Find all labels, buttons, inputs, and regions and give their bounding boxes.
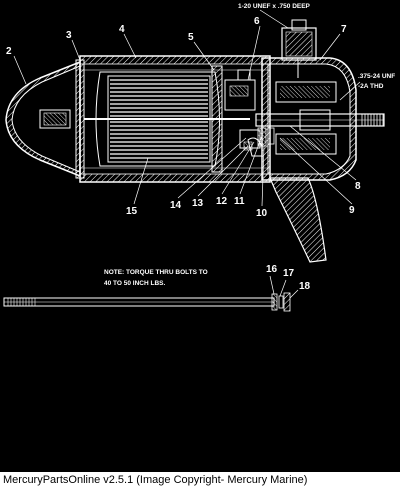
callout-2: 2 xyxy=(6,46,12,57)
callout-4: 4 xyxy=(119,24,125,35)
callout-9: 9 xyxy=(349,205,355,216)
skeg-fin xyxy=(269,177,327,263)
callout-3: 3 xyxy=(66,30,72,41)
torque-note-line1: NOTE: TORQUE THRU BOLTS TO xyxy=(104,269,208,276)
callout-12: 12 xyxy=(216,196,228,207)
callout-10: 10 xyxy=(256,208,268,219)
top-fitting xyxy=(281,19,317,78)
callout-17: 17 xyxy=(283,268,295,279)
callout-18: 18 xyxy=(299,281,311,292)
torque-note-line2: 40 TO 50 INCH LBS. xyxy=(104,280,165,287)
image-caption: MercuryPartsOnline v2.5.1 (Image Copyrig… xyxy=(0,472,400,488)
exploded-parts-drawing: 1-20 UNEF x .750 DEEP .375-24 UNF -2A TH… xyxy=(0,0,400,472)
thread-spec-top: 1-20 UNEF x .750 DEEP xyxy=(238,3,311,10)
callout-14: 14 xyxy=(170,200,182,211)
callout-8: 8 xyxy=(355,181,361,192)
gear-housing xyxy=(261,57,357,181)
output-shaft xyxy=(255,113,385,127)
callout-15: 15 xyxy=(126,206,138,217)
nose-cone xyxy=(5,60,81,178)
parts-diagram-svg: 1-20 UNEF x .750 DEEP .375-24 UNF -2A TH… xyxy=(3,3,395,312)
callout-11: 11 xyxy=(234,196,245,207)
thru-bolt xyxy=(3,292,291,312)
thread-spec-right-line1: .375-24 UNF xyxy=(358,73,395,80)
callout-13: 13 xyxy=(192,198,204,209)
callout-6: 6 xyxy=(254,16,260,27)
callout-7: 7 xyxy=(341,24,347,35)
thread-spec-right-line2: -2A THD xyxy=(358,83,384,90)
callout-16: 16 xyxy=(266,264,278,275)
callout-5: 5 xyxy=(188,32,194,43)
leader-lines xyxy=(13,9,361,299)
